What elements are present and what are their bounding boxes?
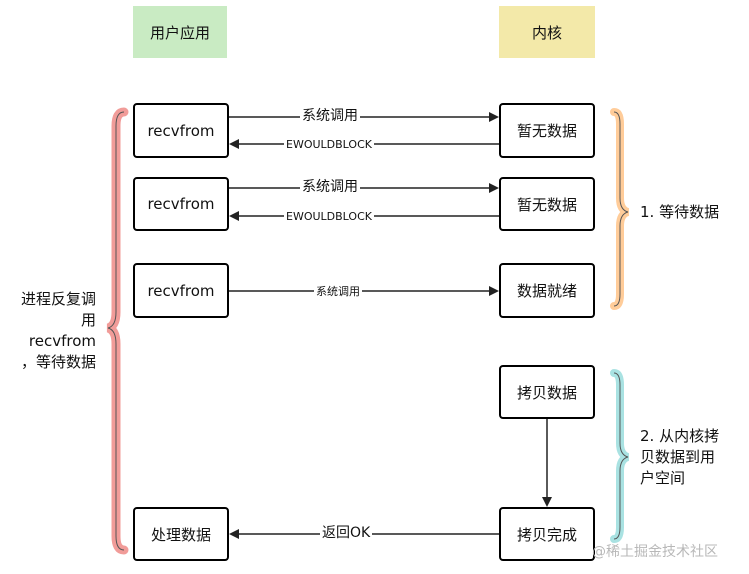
phase2-line-2: 贝数据到用 xyxy=(640,448,716,466)
left-note-line-1: 进程反复调 xyxy=(20,290,96,308)
phase2-line-3: 户空间 xyxy=(640,469,686,487)
data-ready-box-label: 数据就绪 xyxy=(516,282,577,300)
left-note-line-2: 用 xyxy=(80,311,96,329)
no-data-box-2-label: 暂无数据 xyxy=(516,195,577,214)
recvfrom-box-2: recvfrom xyxy=(133,177,229,231)
data-ready-box: 数据就绪 xyxy=(499,263,595,318)
recvfrom-box-1: recvfrom xyxy=(133,103,229,158)
copy-done-box-label: 拷贝完成 xyxy=(516,525,577,544)
copy-data-box-label: 拷贝数据 xyxy=(516,383,577,402)
recvfrom-box-3-label: recvfrom xyxy=(147,281,215,300)
user-app-header: 用户应用 xyxy=(133,6,227,58)
label-call-1: 系统调用 xyxy=(300,108,360,124)
process-data-box-label: 处理数据 xyxy=(150,525,211,544)
label-call-2: 系统调用 xyxy=(300,179,360,195)
left-note: 进程反复调 用 recvfrom ，等待数据 xyxy=(8,289,96,373)
recvfrom-box-1-label: recvfrom xyxy=(147,121,215,140)
process-data-box: 处理数据 xyxy=(133,507,229,561)
left-note-line-4: ，等待数据 xyxy=(20,353,96,371)
label-ret-1: EWOULDBLOCK xyxy=(284,138,374,151)
recvfrom-box-3: recvfrom xyxy=(133,263,229,318)
label-call-3: 系统调用 xyxy=(314,285,362,298)
kernel-header-label: 内核 xyxy=(531,23,562,42)
watermark: @稀土掘金技术社区 xyxy=(592,544,718,560)
kernel-header: 内核 xyxy=(499,6,595,58)
left-note-line-3: recvfrom xyxy=(28,332,96,350)
phase2-label: 2. 从内核拷 贝数据到用 户空间 xyxy=(640,426,719,489)
copy-data-box: 拷贝数据 xyxy=(499,365,595,419)
label-ret-2: EWOULDBLOCK xyxy=(284,210,374,223)
phase2-line-1: 2. 从内核拷 xyxy=(640,427,720,445)
user-app-header-label: 用户应用 xyxy=(149,23,210,42)
phase1-label: 1. 等待数据 xyxy=(640,203,720,221)
label-ret-ok: 返回OK xyxy=(320,525,373,541)
recvfrom-box-2-label: recvfrom xyxy=(147,195,215,213)
no-data-box-2: 暂无数据 xyxy=(499,177,595,231)
phase1-brace xyxy=(610,108,630,310)
copy-done-box: 拷贝完成 xyxy=(499,507,595,561)
no-data-box-1: 暂无数据 xyxy=(499,103,595,158)
no-data-box-1-label: 暂无数据 xyxy=(516,122,577,140)
